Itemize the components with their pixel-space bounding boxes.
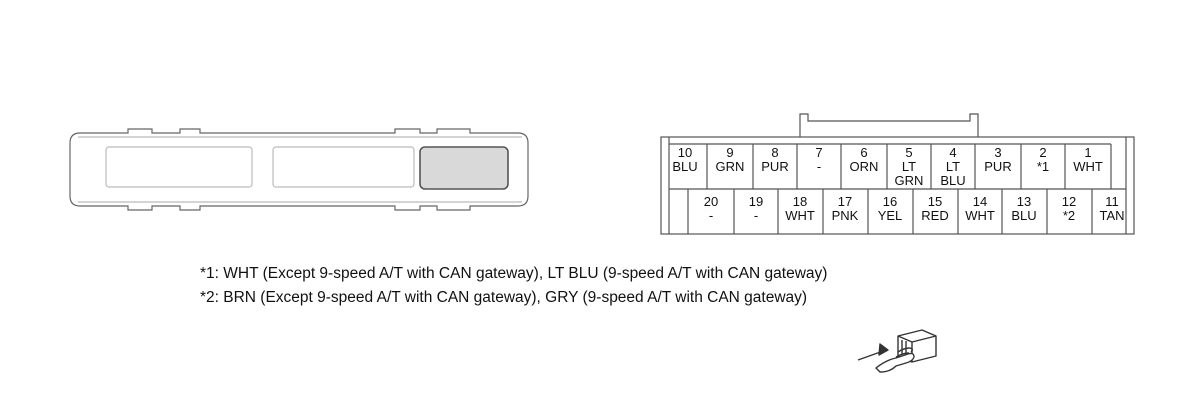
pin-number: 14 [973,194,987,209]
pin-color-line: BLU [940,173,965,188]
pin-number: 10 [678,145,692,160]
window-middle [272,146,415,188]
pin-color-line: GRN [895,173,924,188]
pin-color-line: LT [946,159,960,174]
pin-color: PUR [761,159,788,174]
pin-color: BLU [1011,208,1036,223]
pin-number: 9 [726,145,733,160]
pin-number: 13 [1017,194,1031,209]
pin-number: 12 [1062,194,1076,209]
pin-color: - [754,208,758,223]
pin-number: 8 [771,145,778,160]
pin-number: 2 [1039,145,1046,160]
top-row-dividers [669,143,1112,189]
pin-number: 3 [994,145,1001,160]
connector-side-view [69,128,529,211]
bottom-row-dividers [687,189,1093,234]
pin-color: RED [921,208,948,223]
connector-front-view [660,113,1135,235]
pin-color: *1 [1037,159,1049,174]
pin-number: 7 [815,145,822,160]
pin-color: - [817,159,821,174]
pin-color: GRN [716,159,745,174]
pin-color: TAN [1099,208,1124,223]
pin-number: 6 [860,145,867,160]
pin-color: PNK [832,208,859,223]
pin-color-line: LT [902,159,916,174]
pin-number: 15 [928,194,942,209]
pin-number: 18 [793,194,807,209]
footnote-2: *2: BRN (Except 9-speed A/T with CAN gat… [200,289,808,306]
pin-number: 5 [905,145,912,160]
pin-color: YEL [878,208,903,223]
pin-color: WHT [1073,159,1103,174]
pin-number: 1 [1084,145,1091,160]
pin-color: ORN [850,159,879,174]
lock-tab [799,113,979,137]
lock-highlight [419,146,509,190]
pin-color: WHT [965,208,995,223]
pin-number: 20 [704,194,718,209]
window-left [105,146,253,188]
footnote-1: *1: WHT (Except 9-speed A/T with CAN gat… [200,265,828,282]
pin-number: 4 [949,145,956,160]
pin-number: 11 [1105,194,1119,209]
connector-body [660,136,1135,235]
pin-color: *2 [1063,208,1075,223]
pin-number: 19 [749,194,763,209]
pin-color: WHT [785,208,815,223]
pin-number: 17 [838,194,852,209]
pin-color: - [709,208,713,223]
hand-pointing-connector-icon [857,329,937,373]
pin-color: PUR [984,159,1011,174]
pin-color: BLU [672,159,697,174]
pin-number: 16 [883,194,897,209]
